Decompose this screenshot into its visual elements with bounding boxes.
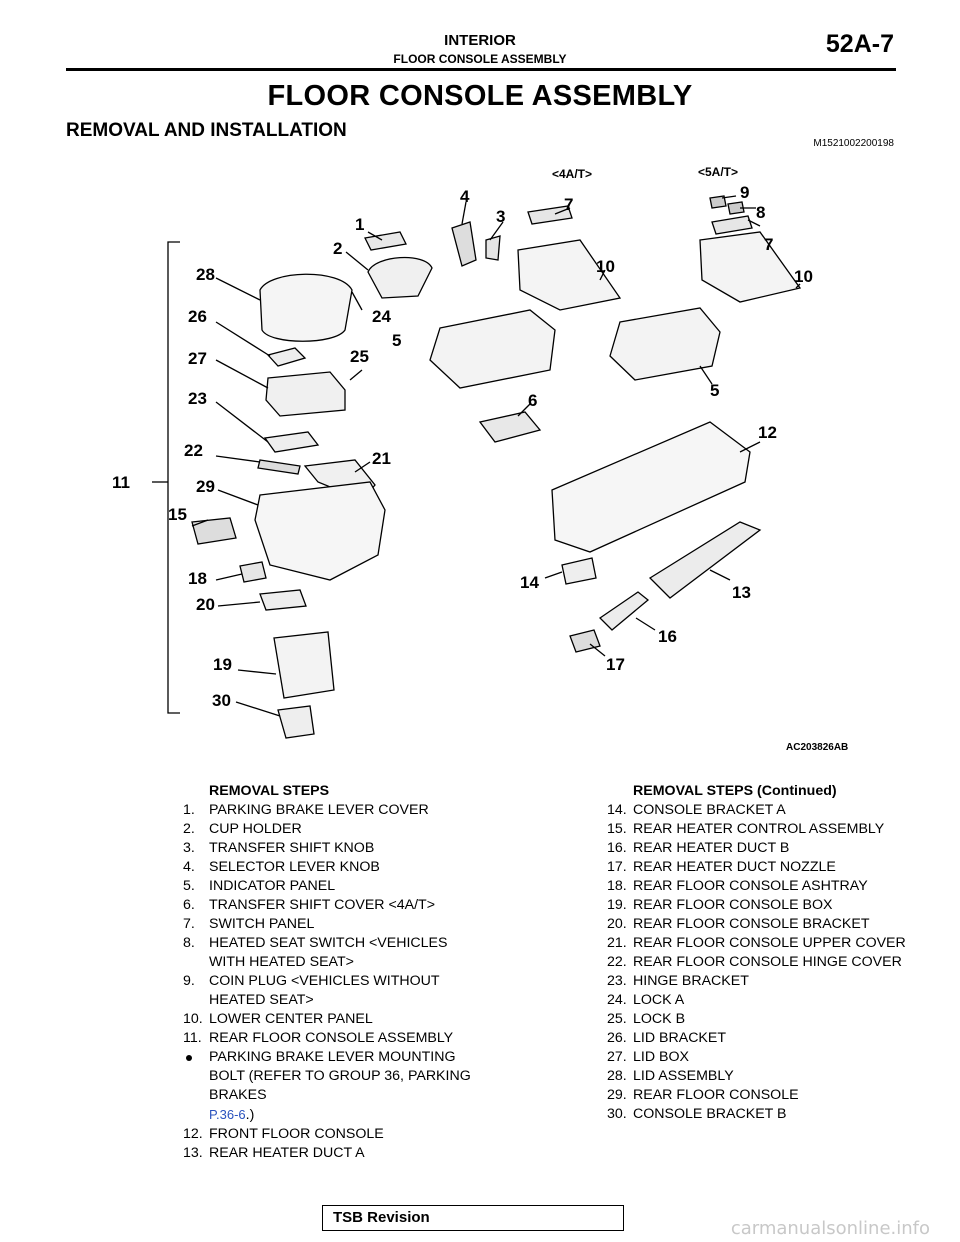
page-title: FLOOR CONSOLE ASSEMBLY	[267, 80, 693, 112]
step-item: 4.SELECTOR LEVER KNOB	[183, 859, 380, 875]
step-item: 28.LID ASSEMBLY	[607, 1068, 734, 1084]
reference-link[interactable]: P.36-6	[209, 1107, 246, 1122]
step-item: 13.REAR HEATER DUCT A	[183, 1145, 365, 1161]
callout-21: 21	[372, 449, 391, 468]
step-item: 5.INDICATOR PANEL	[183, 878, 336, 894]
step-item: 30.CONSOLE BRACKET B	[607, 1106, 787, 1122]
callout-28: 28	[196, 265, 215, 284]
step-item: 19.REAR FLOOR CONSOLE BOX	[607, 897, 833, 913]
step-item: 14.CONSOLE BRACKET A	[607, 802, 786, 818]
step-item: 10.LOWER CENTER PANEL	[183, 1011, 373, 1027]
callout-5b: 5	[710, 381, 719, 400]
step-item: 22.REAR FLOOR CONSOLE HINGE COVER	[607, 954, 902, 970]
step-item: 16.REAR HEATER DUCT B	[607, 840, 790, 856]
watermark: carmanualsonline.info	[730, 1218, 930, 1239]
step-item: 26.LID BRACKET	[607, 1030, 727, 1046]
callout-2: 2	[333, 239, 342, 258]
callout-1: 1	[355, 215, 364, 234]
section-title: REMOVAL AND INSTALLATION	[66, 120, 347, 141]
callout-3: 3	[496, 207, 505, 226]
variant-5at-label: <5A/T>	[698, 165, 738, 179]
callout-10b: 10	[794, 267, 813, 286]
callout-6: 6	[528, 391, 537, 410]
callout-23: 23	[188, 389, 207, 408]
callout-25: 25	[350, 347, 369, 366]
step-item: 25.LOCK B	[607, 1011, 686, 1027]
step-item: 3.TRANSFER SHIFT KNOB	[183, 840, 375, 856]
callout-16: 16	[658, 627, 677, 646]
callout-27: 27	[188, 349, 207, 368]
callout-20: 20	[196, 595, 215, 614]
step-item: 11.REAR FLOOR CONSOLE ASSEMBLY	[183, 1030, 454, 1046]
callout-7b: 7	[764, 235, 773, 254]
steps-heading: REMOVAL STEPS	[209, 783, 330, 799]
callout-8: 8	[756, 203, 765, 222]
step-item: 27.LID BOX	[607, 1049, 689, 1065]
callout-19: 19	[213, 655, 232, 674]
callout-26: 26	[188, 307, 207, 326]
document-id: M1521002200198	[813, 138, 894, 149]
step-item: 17.REAR HEATER DUCT NOZZLE	[607, 859, 836, 875]
header-section: INTERIOR	[444, 32, 516, 49]
callout-15: 15	[168, 505, 187, 524]
removal-steps-right: REMOVAL STEPS (Continued) 14.CONSOLE BRA…	[607, 782, 907, 1124]
step-item: 9.COIN PLUG <VEHICLES WITHOUT HEATED SEA…	[183, 973, 440, 1008]
callout-7a: 7	[564, 195, 573, 214]
bullet-dot	[186, 1055, 192, 1061]
callout-9: 9	[740, 183, 749, 202]
callout-10a: 10	[596, 257, 615, 276]
step-item: 20.REAR FLOOR CONSOLE BRACKET	[607, 916, 870, 932]
callout-24: 24	[372, 307, 391, 326]
step-item: 8.HEATED SEAT SWITCH <VEHICLES WITH HEAT…	[183, 935, 448, 970]
callout-22: 22	[184, 441, 203, 460]
callout-11: 11	[112, 473, 130, 492]
callout-13: 13	[732, 583, 751, 602]
header-rule	[66, 68, 896, 71]
tsb-revision-label: TSB Revision	[333, 1209, 430, 1226]
step-item: 24.LOCK A	[607, 992, 685, 1008]
callout-17: 17	[606, 655, 625, 674]
page-number: 52A-7	[825, 30, 894, 58]
step-item: 7.SWITCH PANEL	[183, 916, 315, 932]
step-item: 12.FRONT FLOOR CONSOLE	[183, 1126, 384, 1142]
removal-steps-left: REMOVAL STEPS 1.PARKING BRAKE LEVER COVE…	[183, 782, 473, 1163]
step-item: 1.PARKING BRAKE LEVER COVER	[183, 802, 429, 818]
callout-4: 4	[460, 187, 470, 206]
callout-18: 18	[188, 569, 207, 588]
step-item: 23.HINGE BRACKET	[607, 973, 749, 989]
step-item: 2.CUP HOLDER	[183, 821, 302, 837]
tsb-revision-box: TSB Revision	[322, 1205, 624, 1231]
callout-12: 12	[758, 423, 777, 442]
step-item: 29.REAR FLOOR CONSOLE	[607, 1087, 799, 1103]
bullet-item: PARKING BRAKE LEVER MOUNTING BOLT (REFER…	[183, 1048, 473, 1125]
step-item: 6.TRANSFER SHIFT COVER <4A/T>	[183, 897, 435, 913]
variant-4at-label: <4A/T>	[552, 167, 592, 181]
callout-30: 30	[212, 691, 231, 710]
step-item: 21.REAR FLOOR CONSOLE UPPER COVER	[607, 935, 906, 951]
steps-continued-heading: REMOVAL STEPS (Continued)	[633, 783, 837, 799]
figure-id: AC203826AB	[786, 742, 848, 753]
callout-14: 14	[520, 573, 539, 592]
step-item: 15.REAR HEATER CONTROL ASSEMBLY	[607, 821, 885, 837]
exploded-diagram: 1 2 3 4 5 5 6 7 7 8 9 10 10 11 12 13 14 …	[112, 165, 848, 753]
step-item: 18.REAR FLOOR CONSOLE ASHTRAY	[607, 878, 868, 894]
callout-5a: 5	[392, 331, 401, 350]
header-subsection: FLOOR CONSOLE ASSEMBLY	[393, 52, 567, 66]
callout-29: 29	[196, 477, 215, 496]
